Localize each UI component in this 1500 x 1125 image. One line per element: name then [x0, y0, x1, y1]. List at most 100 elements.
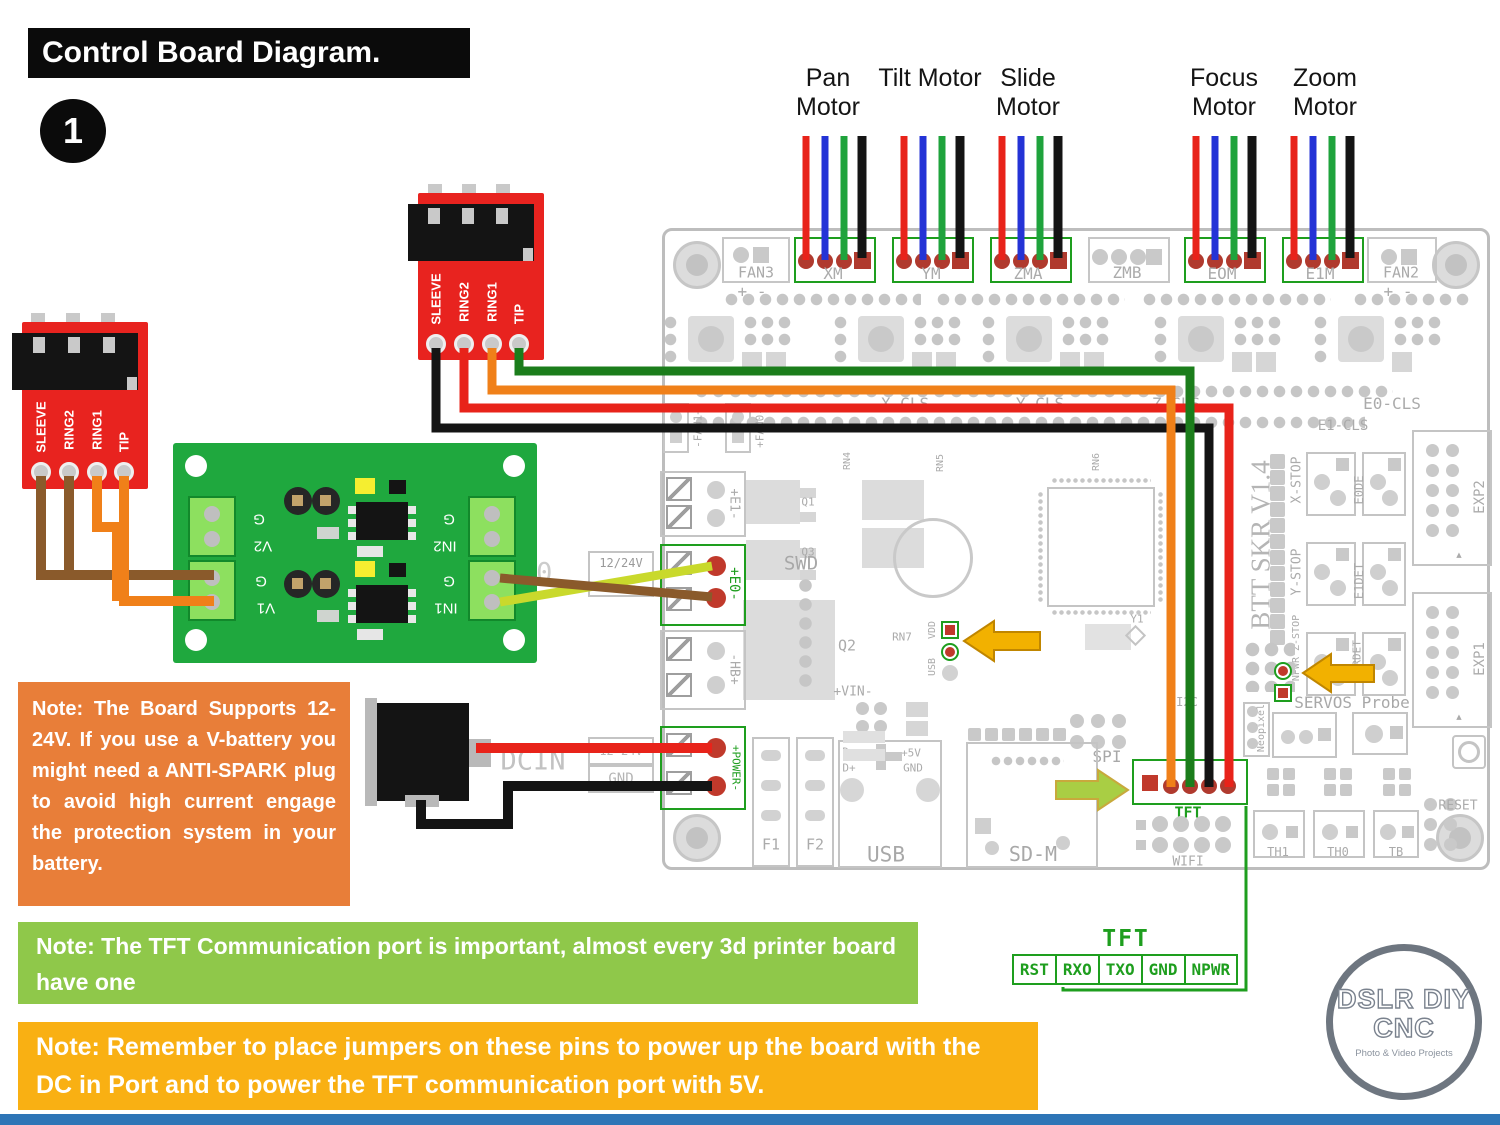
zmb-connector — [1088, 237, 1170, 283]
mcu — [1047, 487, 1155, 607]
pin-header — [1352, 291, 1470, 308]
logo-line2: CNC — [1373, 1012, 1435, 1043]
circle — [733, 247, 749, 263]
box — [761, 780, 781, 791]
pin — [1426, 484, 1439, 497]
pin — [1324, 768, 1336, 780]
circle — [706, 776, 726, 796]
circle — [1370, 564, 1386, 580]
silkscreen-label: GND — [903, 761, 923, 775]
silkscreen-label: RING1 — [484, 282, 500, 322]
xm-connector — [794, 237, 876, 283]
box — [1401, 249, 1417, 265]
circle — [1286, 253, 1302, 269]
terminal-screw — [666, 673, 692, 697]
box — [906, 721, 928, 736]
circle — [798, 253, 814, 269]
box — [356, 502, 408, 540]
circle — [454, 334, 474, 354]
box — [389, 563, 406, 577]
pin — [1270, 614, 1285, 629]
pin-header — [796, 576, 815, 691]
terminal-screw — [666, 551, 692, 575]
terminal-screw — [666, 477, 692, 501]
silkscreen-label: Q1 — [801, 495, 815, 509]
circle — [31, 462, 51, 482]
circle — [707, 509, 725, 527]
silkscreen-label: V1 — [256, 599, 276, 617]
silkscreen-label: G — [255, 572, 267, 590]
pin — [1426, 504, 1439, 517]
pin — [1424, 838, 1437, 851]
circle — [707, 676, 725, 694]
silkscreen-label: SLEEVE — [33, 401, 49, 453]
silkscreen-label: ZMB — [1112, 263, 1142, 282]
box — [1136, 840, 1146, 850]
pin — [1267, 768, 1279, 780]
box — [1402, 826, 1414, 838]
pin — [1070, 714, 1084, 728]
box — [1286, 826, 1298, 838]
box — [1244, 252, 1261, 269]
pin — [1173, 837, 1189, 853]
pin — [1426, 444, 1439, 457]
silkscreen-label: FAN2 — [1382, 263, 1420, 282]
circle — [204, 506, 220, 522]
box — [1362, 542, 1406, 606]
pin-header — [1312, 314, 1329, 366]
pin — [1194, 816, 1210, 832]
dc-jack — [377, 703, 469, 801]
box — [746, 480, 800, 524]
silkscreen-label: +POWER- — [729, 744, 743, 792]
box — [761, 750, 781, 761]
circle — [204, 531, 220, 547]
silkscreen-label: F2 — [805, 835, 825, 854]
silkscreen-label: +5V — [901, 746, 921, 760]
box — [862, 480, 924, 520]
box — [355, 478, 375, 494]
box — [742, 352, 762, 372]
pin — [1446, 464, 1459, 477]
pin — [1446, 646, 1459, 659]
pin — [1270, 582, 1285, 597]
circle — [1314, 654, 1330, 670]
circle — [1188, 326, 1214, 352]
circle — [1281, 730, 1295, 744]
circle — [1163, 778, 1179, 794]
pin — [1194, 837, 1210, 853]
box — [1142, 775, 1158, 791]
pin — [1383, 784, 1395, 796]
pin — [1053, 728, 1066, 741]
box — [732, 431, 744, 443]
circle — [87, 462, 107, 482]
box — [355, 561, 375, 577]
box — [348, 589, 356, 597]
circle — [1220, 778, 1236, 794]
silkscreen-label: Y1 — [1130, 612, 1144, 626]
silkscreen-label: ▲ — [1456, 550, 1462, 561]
circle — [934, 253, 950, 269]
pin — [1446, 626, 1459, 639]
box — [292, 495, 303, 506]
silkscreen-label: E1M — [1305, 264, 1335, 283]
circle — [185, 455, 207, 477]
box — [1306, 452, 1356, 516]
circle — [1305, 253, 1321, 269]
circle — [915, 253, 931, 269]
pin — [1426, 646, 1439, 659]
silkscreen-label: I2C — [1176, 695, 1198, 709]
pin — [1426, 464, 1439, 477]
box — [800, 512, 816, 522]
box — [469, 739, 491, 767]
box — [1085, 624, 1131, 650]
pin — [1424, 798, 1437, 811]
pin — [1247, 722, 1258, 733]
circle — [893, 518, 973, 598]
circle — [426, 334, 446, 354]
footer-bar — [0, 1114, 1500, 1125]
box — [1272, 712, 1337, 758]
box — [1146, 249, 1162, 265]
pin-header — [1157, 491, 1165, 603]
box — [1388, 458, 1401, 471]
